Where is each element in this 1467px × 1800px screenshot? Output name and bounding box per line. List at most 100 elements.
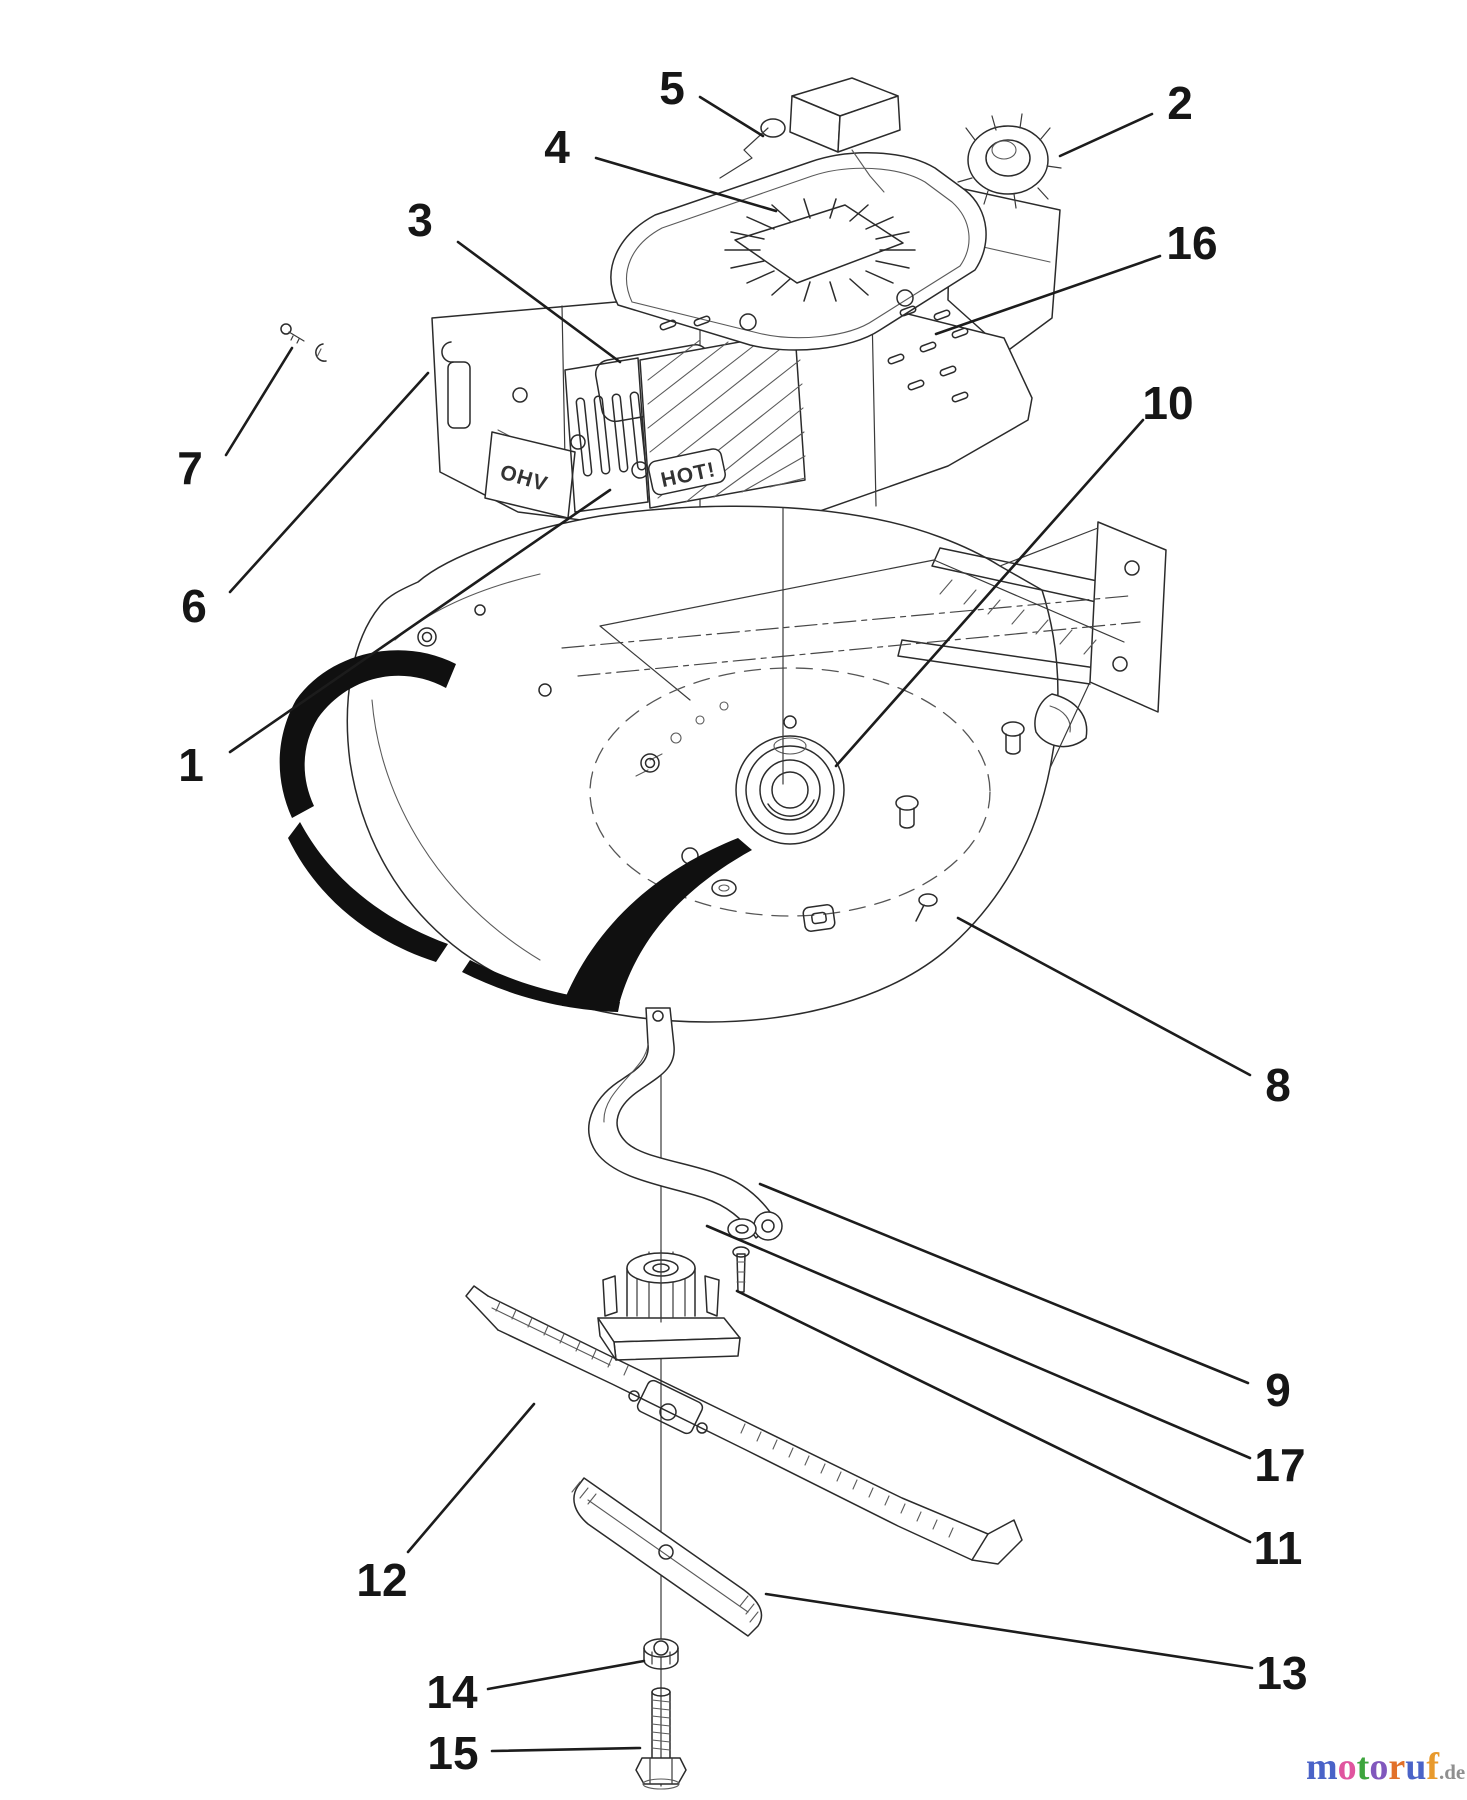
callout-10: 10 bbox=[1142, 377, 1193, 429]
callout-9: 9 bbox=[1265, 1364, 1291, 1416]
watermark-word: motoruf bbox=[1306, 1746, 1439, 1788]
callout-11: 11 bbox=[1254, 1522, 1303, 1574]
callout-5: 5 bbox=[659, 62, 685, 114]
blade-left-tip bbox=[465, 1285, 499, 1331]
engine-bolt bbox=[570, 434, 586, 450]
leader-line-8 bbox=[956, 916, 1252, 1077]
engine-mounting-plate bbox=[561, 559, 1141, 701]
engine-top-vents bbox=[659, 305, 969, 403]
leader-line-4 bbox=[594, 156, 778, 213]
deck-bolt bbox=[640, 753, 660, 773]
left-lower-baffle bbox=[288, 822, 448, 962]
front-lip-shadow bbox=[462, 960, 620, 1012]
blade-hole bbox=[696, 1422, 708, 1434]
ohv-panel: OHV bbox=[484, 431, 576, 519]
deck-bolt bbox=[417, 627, 437, 647]
deck-hole bbox=[538, 683, 552, 697]
engine-side-door bbox=[447, 361, 471, 429]
watermark-letter: t bbox=[1356, 1746, 1370, 1788]
recoil-bolt bbox=[896, 289, 914, 307]
watermark-letter: o bbox=[1369, 1746, 1389, 1788]
blade-center-plate bbox=[636, 1379, 704, 1435]
leader-line-11 bbox=[735, 1289, 1252, 1544]
blade-right-wing bbox=[971, 1519, 1023, 1565]
crankshaft-hub bbox=[635, 701, 845, 845]
callout-1: 1 bbox=[178, 739, 204, 791]
leader-line-7 bbox=[224, 346, 294, 457]
leader-line-12 bbox=[406, 1402, 536, 1554]
bracket-eyelet bbox=[753, 1211, 783, 1241]
bracket-hole bbox=[1112, 656, 1128, 672]
callout-4: 4 bbox=[544, 121, 570, 173]
loose-fasteners bbox=[280, 323, 454, 363]
engine-bolt bbox=[512, 387, 528, 403]
blade-nut bbox=[643, 1638, 679, 1670]
deck-hardware bbox=[417, 604, 1025, 932]
left-baffle bbox=[279, 650, 456, 818]
bolt-head bbox=[635, 1757, 687, 1785]
leader-line-16 bbox=[934, 254, 1162, 336]
flanged-bolt bbox=[1001, 721, 1025, 755]
stiffener-hole bbox=[658, 1544, 674, 1560]
callout-14: 14 bbox=[426, 1666, 478, 1718]
throttle-control bbox=[719, 77, 901, 193]
leader-line-15 bbox=[490, 1746, 642, 1753]
leader-line-17 bbox=[705, 1224, 1252, 1460]
mower-deck bbox=[279, 505, 1167, 1023]
c-clip-on-engine bbox=[441, 341, 454, 363]
blade-sweep-dashed-circle bbox=[589, 667, 991, 917]
recoil-starter-cover bbox=[610, 152, 987, 351]
mower-blade bbox=[465, 1285, 1023, 1565]
leader-line-10 bbox=[834, 418, 1145, 768]
recoil-radial-slots bbox=[724, 198, 916, 302]
square-washer bbox=[802, 904, 836, 932]
recoil-window bbox=[734, 204, 904, 284]
adapter-wing bbox=[602, 1275, 618, 1317]
brake-bracket bbox=[588, 1007, 783, 1241]
leader-line-13 bbox=[764, 1592, 1254, 1670]
engine-assembly: OHV HOT! bbox=[431, 77, 1062, 529]
rail-hook bbox=[1034, 693, 1088, 748]
deck-plug bbox=[711, 879, 737, 897]
bracket-hole bbox=[1124, 560, 1140, 576]
throttle-cable bbox=[719, 127, 769, 179]
bracket-screw-item-9 bbox=[727, 1218, 757, 1293]
deck-screw-item-8 bbox=[915, 893, 938, 922]
blade-hole bbox=[628, 1390, 640, 1402]
screw-item-7 bbox=[280, 323, 305, 344]
watermark-letter: f bbox=[1426, 1746, 1439, 1788]
blade-center-hole bbox=[659, 1403, 677, 1421]
adapter-wing bbox=[704, 1275, 720, 1317]
watermark-letter: u bbox=[1405, 1746, 1427, 1788]
blade-adapter bbox=[597, 1249, 741, 1361]
watermark-letter: m bbox=[1306, 1746, 1338, 1788]
fuel-cap bbox=[957, 113, 1062, 209]
watermark-letter: r bbox=[1388, 1746, 1406, 1788]
flanged-bolt bbox=[895, 795, 919, 829]
front-baffle bbox=[562, 838, 752, 1008]
engine-vent-panel bbox=[564, 357, 649, 513]
leader-line-6 bbox=[228, 371, 430, 594]
watermark-suffix: .de bbox=[1438, 1760, 1466, 1784]
recoil-bolt bbox=[739, 313, 757, 331]
callout-8: 8 bbox=[1265, 1059, 1291, 1111]
rail-bracket-plate bbox=[1089, 521, 1167, 713]
leader-line-1 bbox=[228, 488, 612, 754]
callout-12: 12 bbox=[356, 1554, 407, 1606]
handle-rail bbox=[897, 521, 1167, 769]
callout-15: 15 bbox=[427, 1727, 478, 1779]
blade-bolt bbox=[635, 1687, 687, 1790]
callout-7: 7 bbox=[177, 442, 203, 494]
blade-assembly bbox=[465, 507, 1023, 1790]
callout-3: 3 bbox=[407, 194, 433, 246]
watermark-motoruf: motoruf.de bbox=[1306, 1748, 1466, 1791]
leader-line-9 bbox=[758, 1182, 1250, 1385]
callout-13: 13 bbox=[1256, 1647, 1307, 1699]
deck-hole bbox=[474, 604, 486, 616]
muffler-grille: HOT! bbox=[639, 331, 806, 509]
deck-outline bbox=[346, 505, 1059, 1023]
callout-16: 16 bbox=[1166, 217, 1217, 269]
callout-2: 2 bbox=[1167, 77, 1193, 129]
